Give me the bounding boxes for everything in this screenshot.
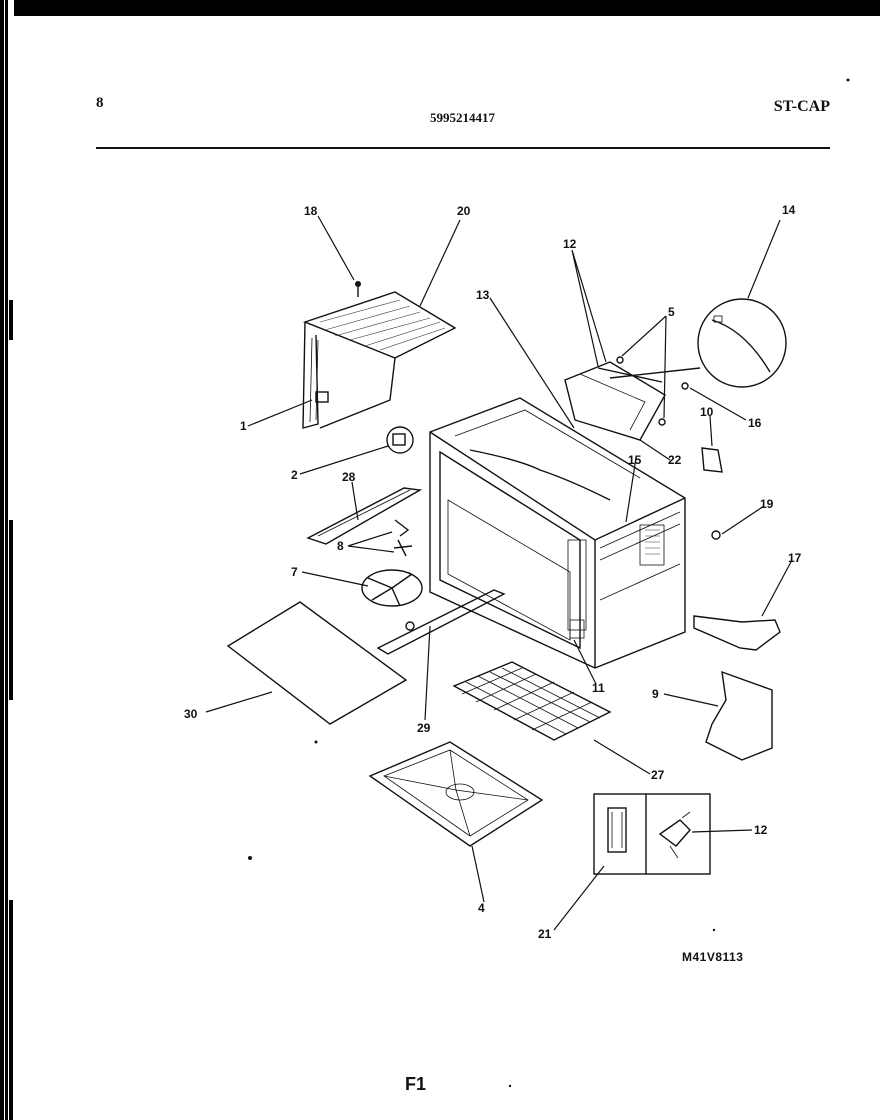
fan-blade-part <box>361 569 423 607</box>
callout-label: 22 <box>668 453 682 467</box>
callout-label: 14 <box>782 203 796 217</box>
callout-label: 12 <box>563 237 577 251</box>
grommet-part <box>711 530 721 540</box>
top-rail-part <box>306 487 423 545</box>
callout-label: 27 <box>651 768 665 782</box>
screw-part <box>355 281 361 297</box>
thermal-fuse-part <box>386 426 414 454</box>
drip-tray-part <box>368 741 544 847</box>
figure-label: F1 <box>405 1074 427 1094</box>
callout-label: 4 <box>478 901 485 915</box>
air-guide-part <box>705 670 773 761</box>
clip-part <box>393 519 413 557</box>
callout-label: 17 <box>788 551 802 565</box>
page-number: 8 <box>96 95 104 111</box>
callout-label: 18 <box>304 204 318 218</box>
bottom-panel-part <box>226 601 408 725</box>
callout-label: 21 <box>538 927 552 941</box>
callout-label: 8 <box>337 539 344 553</box>
callout-label: 19 <box>760 497 774 511</box>
callout-label: 15 <box>628 453 642 467</box>
leader-lines <box>205 215 793 931</box>
callout-label: 2 <box>291 468 298 482</box>
callout-label: 10 <box>700 405 714 419</box>
callout-label: 30 <box>184 707 198 721</box>
callout-label: 1 <box>240 419 247 433</box>
callout-label: 16 <box>748 416 762 430</box>
duct-part <box>693 615 781 651</box>
callout-label: 9 <box>652 687 659 701</box>
document-number: 5995214417 <box>430 110 495 125</box>
callout-label: 11 <box>592 681 605 695</box>
detail-circle-part <box>697 298 787 388</box>
switch-part <box>701 447 723 473</box>
callout-labels: 18 20 1 2 28 8 7 30 29 4 27 11 13 12 5 1… <box>184 203 802 941</box>
control-bracket-part <box>564 356 701 441</box>
scan-left-edge <box>0 0 13 1120</box>
oven-rack-part <box>452 661 612 741</box>
inset-parts-box <box>593 793 711 875</box>
callout-label: 28 <box>342 470 356 484</box>
callout-label: 20 <box>457 204 471 218</box>
callout-label: 5 <box>668 305 675 319</box>
scan-specks <box>248 78 850 1088</box>
callout-label: 13 <box>476 288 490 302</box>
top-cover-part <box>302 291 457 429</box>
section-code: ST-CAP <box>773 98 830 115</box>
callout-label: 29 <box>417 721 431 735</box>
header-rule <box>96 147 830 149</box>
oven-cabinet-part <box>429 397 686 669</box>
model-code: M41V8113 <box>682 950 744 964</box>
callout-label: 7 <box>291 565 298 579</box>
scan-top-edge <box>14 0 880 16</box>
bottom-rail-part <box>376 589 506 655</box>
callout-label: 12 <box>754 823 768 837</box>
